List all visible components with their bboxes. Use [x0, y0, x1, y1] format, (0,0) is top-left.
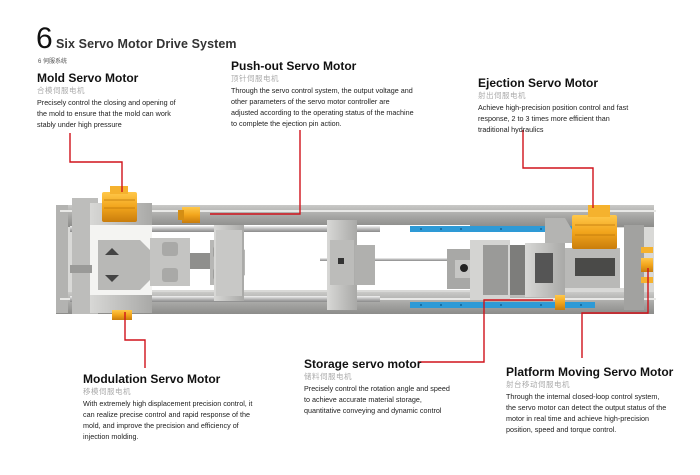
fixed-platen	[327, 220, 375, 310]
mold-servo-motor	[102, 186, 137, 222]
callout-title-cn: 射台移动伺服电机	[506, 380, 570, 389]
callout-pushout-servo: Push-out Servo Motor 顶针伺服电机 Through the …	[231, 59, 416, 129]
leader-line-mold	[69, 133, 123, 192]
leader-line-pushout	[210, 130, 301, 215]
callout-title-cn: 顶针伺服电机	[231, 74, 279, 83]
callout-title: Storage servo motor	[304, 357, 422, 371]
callout-ejection-servo: Ejection Servo Motor 射出伺服电机 Achieve high…	[478, 76, 638, 135]
linear-rails	[410, 226, 600, 308]
callout-description: Achieve high-precision position control …	[478, 103, 629, 134]
moving-platen	[214, 225, 244, 301]
leader-line-storage	[418, 299, 553, 363]
leader-line-modulation	[124, 312, 146, 368]
callout-description: With extremely high displacement precisi…	[83, 399, 253, 441]
leader-line-ejection	[522, 130, 594, 208]
callout-title-cn: 射出伺服电机	[478, 91, 526, 100]
page-subtitle-cn: 6 伺服系统	[38, 59, 68, 65]
callout-title: Mold Servo Motor	[37, 71, 139, 85]
callout-description: Precisely control the closing and openin…	[37, 98, 176, 129]
leader-line-platform	[581, 268, 649, 358]
callout-title-cn: 储料伺服电机	[304, 372, 352, 381]
callout-description: Precisely control the rotation angle and…	[304, 384, 450, 415]
section-number: 6	[36, 22, 53, 55]
callout-title: Platform Moving Servo Motor	[506, 365, 674, 379]
platform-servo-motor	[641, 247, 653, 283]
callout-mold-servo: Mold Servo Motor 合模伺服电机 Precisely contro…	[37, 71, 177, 130]
callout-description: Through the internal closed-loop control…	[506, 392, 667, 434]
callout-storage-servo: Storage servo motor 储料伺服电机 Precisely con…	[304, 357, 454, 416]
callout-title: Push-out Servo Motor	[231, 59, 357, 73]
rear-platen	[70, 198, 152, 314]
callout-modulation-servo: Modulation Servo Motor 移模伺服电机 With extre…	[83, 372, 253, 442]
modulation-servo-motor	[112, 310, 132, 320]
callout-platform-servo: Platform Moving Servo Motor 射台移动伺服电机 Thr…	[506, 365, 674, 435]
callout-description: Through the servo control system, the ou…	[231, 86, 414, 128]
callout-title: Modulation Servo Motor	[83, 372, 221, 386]
callout-title: Ejection Servo Motor	[478, 76, 599, 90]
injection-unit	[447, 218, 644, 310]
pushout-servo-motor	[178, 207, 200, 223]
callout-title-cn: 移模伺服电机	[83, 387, 131, 396]
callout-title-cn: 合模伺服电机	[37, 86, 85, 95]
page-title: Six Servo Motor Drive System	[56, 37, 237, 51]
storage-servo-motor	[555, 295, 565, 310]
